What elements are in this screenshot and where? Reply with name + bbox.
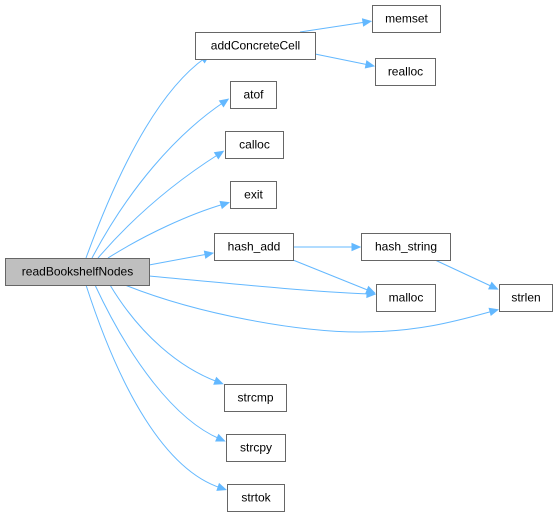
arrowhead-icon bbox=[213, 150, 225, 160]
node-label: exit bbox=[244, 188, 263, 202]
node-label: hash_string bbox=[375, 240, 437, 254]
node-box bbox=[375, 58, 436, 86]
edge-line bbox=[292, 259, 371, 292]
node-realloc[interactable]: realloc bbox=[375, 58, 436, 86]
node-label: hash_add bbox=[228, 240, 281, 254]
node-label: malloc bbox=[389, 291, 424, 305]
arrowhead-icon bbox=[219, 200, 230, 210]
edge-readBookshelfNodes-to-strtok bbox=[85, 284, 227, 491]
node-label: strcmp bbox=[238, 391, 274, 405]
edge-readBookshelfNodes-to-atof bbox=[91, 98, 230, 259]
arrowhead-icon bbox=[365, 285, 376, 294]
edge-line bbox=[299, 21, 367, 33]
node-label: calloc bbox=[239, 138, 270, 152]
node-box bbox=[372, 5, 441, 33]
edge-line bbox=[124, 284, 494, 333]
arrowhead-icon bbox=[364, 60, 376, 69]
node-readBookshelfNodes[interactable]: readBookshelfNodes bbox=[5, 258, 150, 286]
edge-line bbox=[85, 57, 206, 259]
node-box bbox=[195, 32, 316, 60]
node-strlen[interactable]: strlen bbox=[499, 284, 553, 312]
edge-line bbox=[314, 53, 370, 66]
node-box bbox=[376, 284, 436, 312]
node-box bbox=[499, 284, 553, 312]
edge-line bbox=[109, 284, 219, 383]
node-box bbox=[225, 131, 284, 159]
node-label: atof bbox=[243, 88, 264, 102]
arrowhead-icon bbox=[213, 376, 224, 385]
node-label: realloc bbox=[388, 65, 423, 79]
arrowhead-icon bbox=[351, 242, 362, 252]
call-graph-edges bbox=[85, 18, 500, 491]
edge-hash_add-to-malloc bbox=[292, 259, 376, 294]
node-label: addConcreteCell bbox=[211, 39, 300, 53]
edge-hash_string-to-strlen bbox=[434, 259, 499, 290]
node-strcmp[interactable]: strcmp bbox=[224, 384, 287, 412]
edge-line bbox=[107, 203, 225, 259]
arrowhead-icon bbox=[361, 18, 373, 27]
edge-readBookshelfNodes-to-exit bbox=[107, 200, 230, 259]
node-box bbox=[5, 258, 150, 286]
edge-readBookshelfNodes-to-strlen bbox=[124, 284, 500, 333]
edge-line bbox=[91, 101, 225, 259]
edge-line bbox=[148, 275, 371, 295]
node-box bbox=[361, 233, 451, 261]
node-label: strlen bbox=[511, 291, 540, 305]
edge-line bbox=[434, 259, 494, 288]
node-strtok[interactable]: strtok bbox=[227, 484, 285, 512]
node-box bbox=[224, 384, 287, 412]
edge-addConcreteCell-to-memset bbox=[299, 18, 373, 33]
edge-line bbox=[94, 284, 221, 440]
node-label: memset bbox=[385, 12, 428, 26]
node-label: strtok bbox=[241, 491, 271, 505]
node-strcpy[interactable]: strcpy bbox=[226, 434, 286, 462]
edge-hash_add-to-hash_string bbox=[293, 242, 362, 252]
node-box bbox=[214, 233, 294, 261]
edge-line bbox=[85, 284, 222, 489]
node-box bbox=[230, 181, 277, 209]
node-label: readBookshelfNodes bbox=[22, 265, 133, 279]
node-atof[interactable]: atof bbox=[230, 81, 277, 109]
arrowhead-icon bbox=[216, 482, 227, 491]
call-graph-nodes: readBookshelfNodes addConcreteCell memset r… bbox=[5, 5, 553, 512]
edge-line bbox=[148, 253, 209, 266]
node-addConcreteCell[interactable]: addConcreteCell bbox=[195, 32, 316, 60]
node-box bbox=[227, 484, 285, 512]
node-calloc[interactable]: calloc bbox=[225, 131, 284, 159]
edge-readBookshelfNodes-to-calloc bbox=[97, 150, 225, 259]
arrowhead-icon bbox=[488, 281, 499, 290]
edge-readBookshelfNodes-to-strcmp bbox=[109, 284, 224, 385]
node-memset[interactable]: memset bbox=[372, 5, 441, 33]
edge-line bbox=[97, 153, 220, 259]
node-label: strcpy bbox=[240, 441, 272, 455]
arrowhead-icon bbox=[203, 250, 215, 259]
edge-readBookshelfNodes-to-hash_add bbox=[148, 250, 215, 266]
node-exit[interactable]: exit bbox=[230, 181, 277, 209]
node-hash_add[interactable]: hash_add bbox=[214, 233, 294, 261]
node-box bbox=[226, 434, 286, 462]
node-hash_string[interactable]: hash_string bbox=[361, 233, 451, 261]
edge-addConcreteCell-to-realloc bbox=[314, 53, 376, 69]
arrowhead-icon bbox=[488, 307, 500, 317]
arrowhead-icon bbox=[215, 433, 226, 442]
edge-readBookshelfNodes-to-strcpy bbox=[94, 284, 226, 442]
node-malloc[interactable]: malloc bbox=[376, 284, 436, 312]
edge-readBookshelfNodes-to-addConcreteCell bbox=[85, 54, 211, 259]
node-box bbox=[230, 81, 277, 109]
arrowhead-icon bbox=[218, 98, 230, 108]
